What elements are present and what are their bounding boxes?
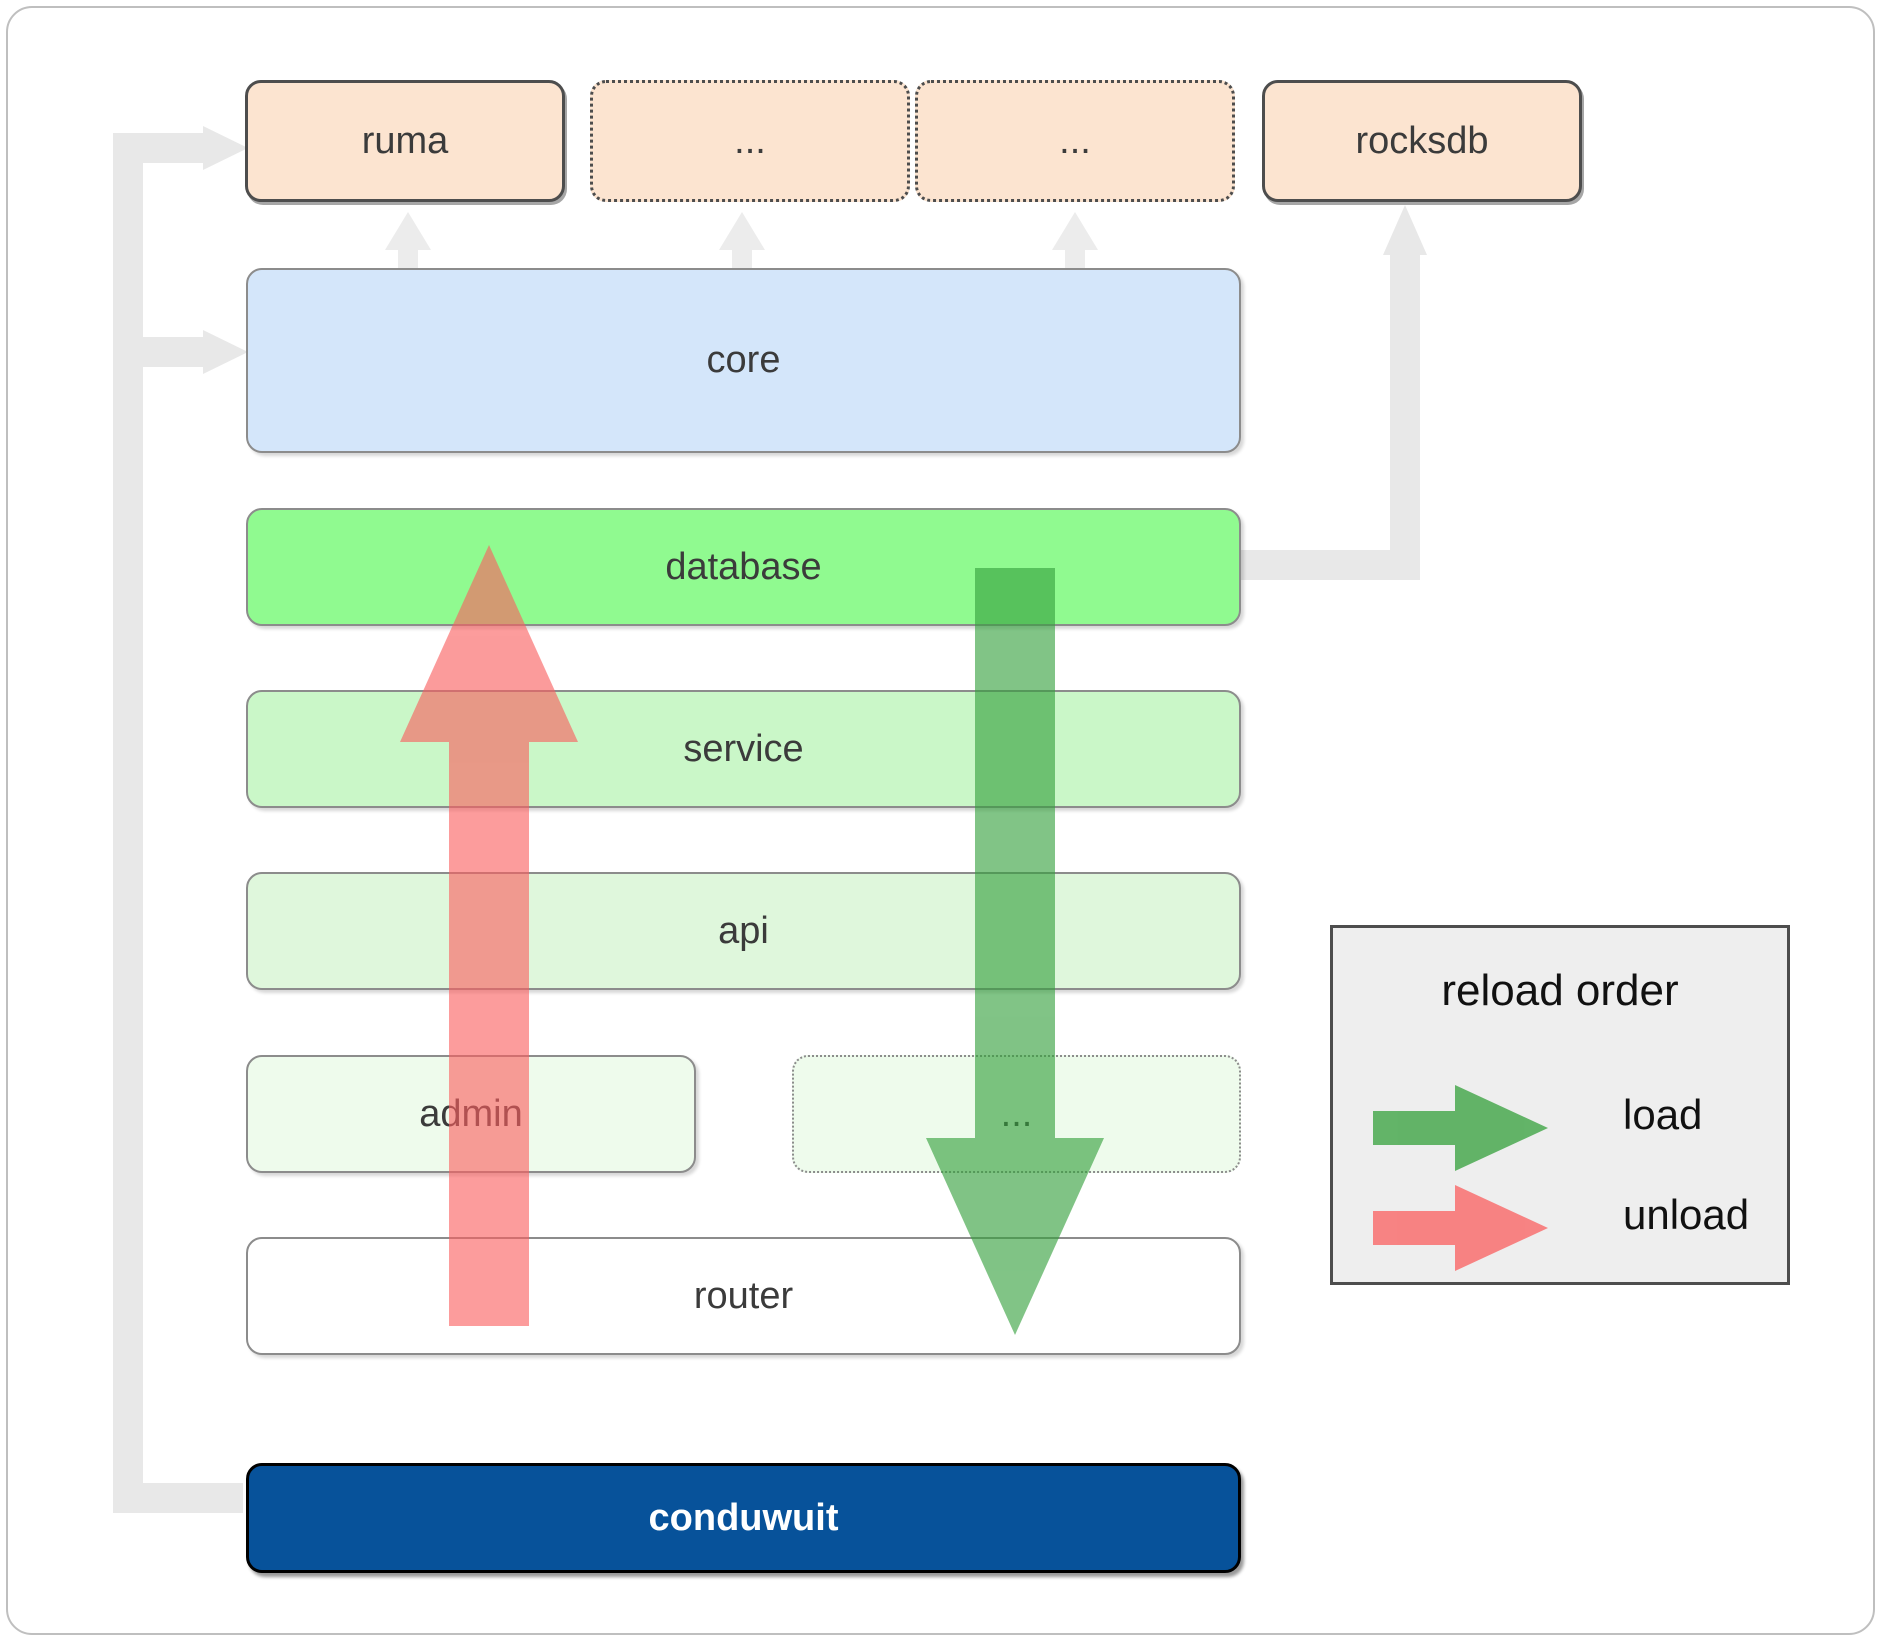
layer-label: service [683,727,804,770]
dependency-label: ... [734,119,766,162]
dependency-box-rocksdb[interactable]: rocksdb [1262,80,1582,202]
diagram-frame [6,6,1875,1635]
dependency-label: ruma [361,119,449,162]
layer-box-service[interactable]: service [246,690,1241,808]
unload-arrow-icon [1373,1185,1548,1271]
layer-box-core[interactable]: core [246,268,1241,453]
dependency-label: ... [1059,119,1091,162]
layer-box-router[interactable]: router [246,1237,1241,1355]
layer-label: database [665,545,822,588]
legend-row-load: load [1333,1083,1787,1173]
layer-box-api[interactable]: api [246,872,1241,990]
load-arrow-icon [1373,1085,1548,1171]
legend-label-unload: unload [1623,1191,1750,1238]
dependency-box-ellipsis-2[interactable]: ... [915,80,1235,202]
dependency-label: rocksdb [1355,119,1489,162]
layer-box-ellipsis[interactable]: ... [792,1055,1241,1173]
root-label: conduwuit [648,1496,839,1539]
legend-label-load: load [1623,1091,1703,1138]
layer-label: admin [419,1092,523,1135]
dependency-box-ellipsis-1[interactable]: ... [590,80,910,202]
layer-label: router [693,1274,794,1317]
layer-label: ... [1000,1092,1033,1135]
layer-box-database[interactable]: database [246,508,1241,626]
legend-row-unload: unload [1333,1183,1787,1273]
layer-box-admin[interactable]: admin [246,1055,696,1173]
root-box-conduwuit[interactable]: conduwuit [246,1463,1241,1573]
legend-title: reload order [1441,966,1679,1015]
layer-label: core [706,339,781,381]
dependency-box-ruma[interactable]: ruma [245,80,565,202]
legend-panel: reload order load unload [1330,925,1790,1285]
layer-label: api [718,909,769,952]
